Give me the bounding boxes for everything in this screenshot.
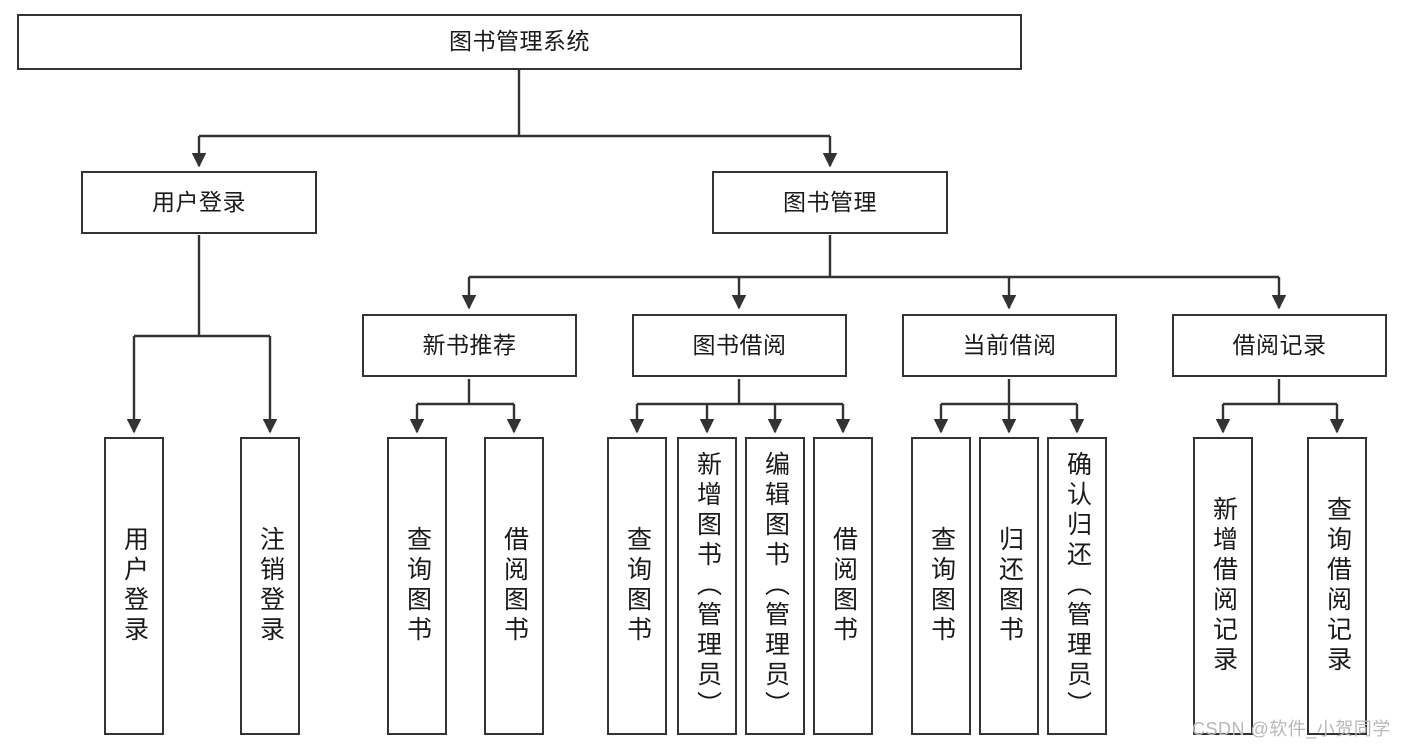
- leaf-query-book-borrow[interactable]: 查询图书: [607, 437, 667, 735]
- node-label: 借阅图书: [500, 526, 529, 646]
- leaf-return-book[interactable]: 归还图书: [979, 437, 1039, 735]
- node-label: 新增图书（管理员）: [693, 451, 722, 721]
- node-borrowing-record[interactable]: 借阅记录: [1172, 314, 1387, 377]
- leaf-confirm-return-admin[interactable]: 确认归还（管理员）: [1047, 437, 1107, 735]
- node-label: 用户登录: [152, 188, 246, 215]
- node-root-book-management-system[interactable]: 图书管理系统: [17, 14, 1022, 70]
- leaf-borrow-book-new-book[interactable]: 借阅图书: [484, 437, 544, 735]
- node-book-management[interactable]: 图书管理: [712, 171, 948, 234]
- node-current-borrowing[interactable]: 当前借阅: [902, 314, 1117, 377]
- node-label: 图书管理系统: [449, 28, 590, 55]
- leaf-query-book-current[interactable]: 查询图书: [911, 437, 971, 735]
- node-label: 查询图书: [623, 526, 652, 646]
- node-label: 借阅图书: [829, 526, 858, 646]
- node-label: 当前借阅: [962, 331, 1057, 358]
- node-label: 归还图书: [995, 526, 1024, 646]
- node-label: 新书推荐: [422, 331, 517, 358]
- node-label: 借阅记录: [1232, 331, 1327, 358]
- node-label: 用户登录: [120, 526, 149, 646]
- node-label: 查询图书: [927, 526, 956, 646]
- leaf-add-borrow-record[interactable]: 新增借阅记录: [1193, 437, 1253, 735]
- node-user-login[interactable]: 用户登录: [81, 171, 317, 234]
- leaf-logout[interactable]: 注销登录: [240, 437, 300, 735]
- leaf-edit-book-admin[interactable]: 编辑图书（管理员）: [745, 437, 805, 735]
- csdn-watermark: CSDN @软件_小贺同学: [1192, 719, 1391, 739]
- leaf-borrow-book-borrow[interactable]: 借阅图书: [813, 437, 873, 735]
- node-label: 图书管理: [783, 188, 877, 215]
- node-label: 查询图书: [403, 526, 432, 646]
- leaf-query-borrow-record[interactable]: 查询借阅记录: [1307, 437, 1367, 735]
- leaf-user-login[interactable]: 用户登录: [104, 437, 164, 735]
- leaf-add-book-admin[interactable]: 新增图书（管理员）: [677, 437, 737, 735]
- node-label: 编辑图书（管理员）: [761, 451, 790, 721]
- node-label: 图书借阅: [692, 331, 787, 358]
- node-label: 注销登录: [256, 526, 285, 646]
- node-label: 确认归还（管理员）: [1063, 451, 1092, 721]
- node-label: 查询借阅记录: [1323, 496, 1352, 676]
- node-label: 新增借阅记录: [1209, 496, 1238, 676]
- node-new-book-recommendation[interactable]: 新书推荐: [362, 314, 577, 377]
- leaf-query-book-new-book[interactable]: 查询图书: [387, 437, 447, 735]
- node-book-borrowing[interactable]: 图书借阅: [632, 314, 847, 377]
